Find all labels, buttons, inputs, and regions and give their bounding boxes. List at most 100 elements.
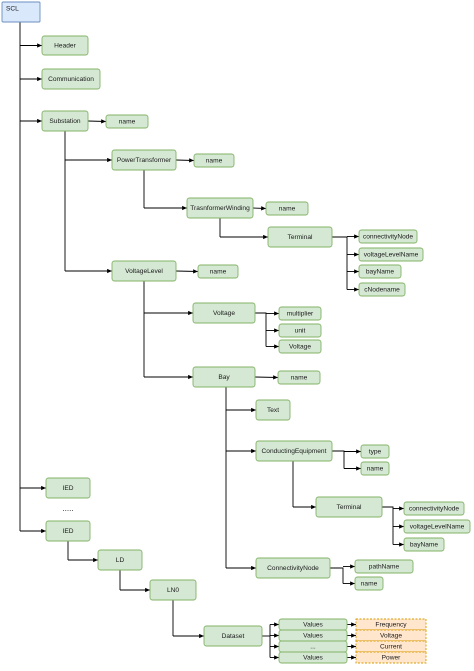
node-label: SCL bbox=[6, 6, 19, 13]
node-substation-name: name bbox=[105, 114, 149, 129]
node-frequency: Frequency bbox=[355, 618, 427, 631]
node-box bbox=[358, 282, 406, 297]
node-box bbox=[1, 1, 41, 23]
node-label: Terminal bbox=[337, 504, 362, 511]
node-power-transformer-name: name bbox=[193, 153, 235, 168]
ied-ellipsis: ..... bbox=[62, 504, 73, 513]
edge-t1-trunk bbox=[332, 236, 348, 290]
node-label: PowerTransformer bbox=[117, 157, 172, 164]
node-ln0: LN0 bbox=[149, 579, 197, 601]
node-t1-bay-name: bayName bbox=[358, 264, 402, 279]
node-label: Current bbox=[380, 643, 402, 650]
node-transformer-winding-name: name bbox=[265, 201, 309, 216]
node-label: Values bbox=[303, 621, 323, 628]
node-box bbox=[97, 549, 143, 571]
node-ce-type: type bbox=[360, 444, 390, 459]
node-box bbox=[358, 247, 424, 262]
edge-to-substation-name bbox=[87, 119, 107, 124]
node-box bbox=[360, 444, 390, 459]
edge-to-bay-name bbox=[254, 375, 279, 380]
node-label: Values bbox=[303, 654, 323, 661]
node-box bbox=[255, 440, 333, 462]
node-values-4: Values bbox=[278, 651, 348, 664]
edges-layer bbox=[19, 22, 404, 660]
node-box bbox=[358, 264, 402, 279]
node-voltage-multiplier: multiplier bbox=[278, 306, 322, 321]
edge-to-voltage-level-name bbox=[175, 269, 199, 274]
node-box bbox=[278, 323, 322, 338]
node-label: bayName bbox=[366, 268, 395, 275]
node-label: Voltage bbox=[289, 343, 311, 350]
node-cn-path-name: pathName bbox=[354, 559, 414, 574]
node-box bbox=[360, 461, 390, 476]
node-label: unit bbox=[295, 327, 306, 334]
node-label: Communication bbox=[48, 76, 94, 83]
node-values-1: Values bbox=[278, 618, 348, 631]
node-box bbox=[41, 68, 101, 90]
node-text: Text bbox=[255, 399, 291, 421]
edge-cn-trunk bbox=[330, 567, 344, 584]
node-box bbox=[45, 477, 91, 499]
node-substation: Substation bbox=[41, 110, 89, 132]
node-label: Values bbox=[303, 632, 323, 639]
node-voltage: Voltage bbox=[192, 302, 256, 324]
node-box bbox=[403, 519, 471, 534]
node-t2-voltage-level-name: voltageLevelName bbox=[403, 519, 471, 534]
node-box bbox=[192, 302, 256, 324]
node-scl: SCL bbox=[1, 1, 41, 23]
node-label: voltageLevelName bbox=[364, 251, 419, 258]
node-label: IED bbox=[63, 528, 74, 535]
node-t1-connectivity-node: connectivityNode bbox=[358, 229, 418, 244]
node-ld: LD bbox=[97, 549, 143, 571]
node-box bbox=[149, 579, 197, 601]
node-box bbox=[41, 110, 89, 132]
node-box bbox=[41, 35, 89, 56]
node-box bbox=[403, 501, 465, 516]
node-power-transformer: PowerTransformer bbox=[111, 149, 177, 171]
node-transformer-winding: TrasnformerWinding bbox=[186, 197, 254, 219]
node-box bbox=[255, 399, 291, 421]
node-ied-1: IED bbox=[45, 477, 91, 499]
node-label: type bbox=[369, 448, 382, 455]
node-label: connectivityNode bbox=[363, 233, 414, 240]
node-label: Voltage bbox=[380, 632, 402, 639]
node-t1-voltage-level-name: voltageLevelName bbox=[358, 247, 424, 262]
node-terminal-2: Terminal bbox=[315, 496, 383, 518]
node-values-3: ... bbox=[278, 640, 348, 653]
node-label: multiplier bbox=[287, 310, 314, 317]
node-label: cNodename bbox=[364, 286, 400, 293]
node-voltage-level: VoltageLevel bbox=[111, 260, 177, 282]
node-box bbox=[193, 153, 235, 168]
node-current: Current bbox=[355, 640, 427, 653]
node-box bbox=[111, 149, 177, 171]
node-label: Header bbox=[54, 42, 76, 49]
node-communication: Communication bbox=[41, 68, 101, 90]
node-box bbox=[203, 625, 263, 647]
node-label: TrasnformerWinding bbox=[190, 205, 250, 212]
node-label: Frequency bbox=[375, 621, 407, 628]
node-terminal-1: Terminal bbox=[267, 226, 333, 248]
edge-to-power-transformer-name bbox=[175, 158, 195, 163]
edge-voltage-trunk bbox=[255, 312, 267, 347]
node-label: name bbox=[206, 157, 223, 164]
node-label: IED bbox=[63, 485, 74, 492]
node-label: ... bbox=[310, 643, 316, 650]
node-power: Power bbox=[355, 651, 427, 664]
edge-to-transformer-winding-name bbox=[252, 206, 267, 211]
node-label: connectivityNode bbox=[409, 505, 460, 512]
node-label: ConnectivityNode bbox=[267, 565, 319, 572]
node-label: name bbox=[119, 118, 136, 125]
node-label: voltageLevelName bbox=[410, 523, 465, 530]
edge-ce-trunk bbox=[332, 450, 345, 469]
node-label: name bbox=[291, 374, 308, 381]
edge-t2-trunk bbox=[382, 506, 394, 545]
node-box bbox=[354, 559, 414, 574]
node-label: ConductingEquipment bbox=[262, 448, 327, 455]
node-box bbox=[186, 197, 254, 219]
node-label: Text bbox=[267, 407, 279, 414]
node-box bbox=[354, 576, 384, 591]
node-label: Terminal bbox=[288, 234, 313, 241]
node-box bbox=[403, 537, 445, 552]
